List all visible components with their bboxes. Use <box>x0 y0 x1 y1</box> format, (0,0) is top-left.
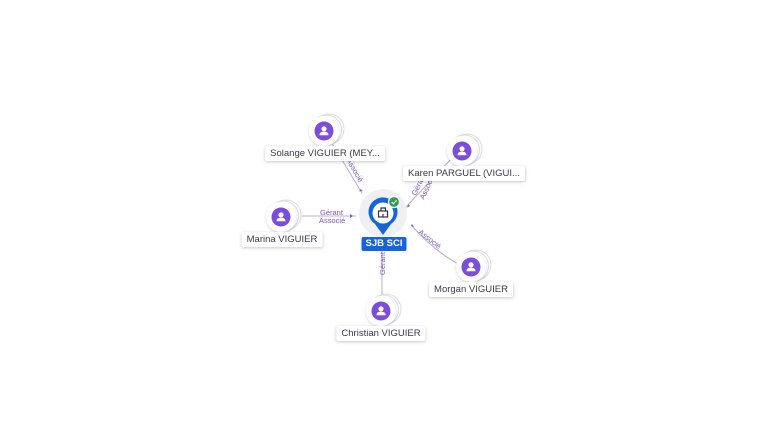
person-label-morgan[interactable]: Morgan VIGUIER <box>429 282 513 297</box>
person-label-marina[interactable]: Marina VIGUIER <box>241 232 323 247</box>
company-node[interactable] <box>359 189 407 237</box>
person-node-karen[interactable] <box>447 133 483 166</box>
person-label-solange[interactable]: Solange VIGUIER (MEY... <box>265 146 385 161</box>
edge-label-christian-role: Gérant <box>378 251 387 275</box>
check-icon <box>387 195 401 209</box>
company-name-label[interactable]: SJB SCI <box>361 237 407 251</box>
person-node-solange[interactable] <box>309 113 345 146</box>
person-label-christian[interactable]: Christian VIGUIER <box>336 326 426 341</box>
person-node-christian[interactable] <box>366 293 402 326</box>
person-label-karen[interactable]: Karen PARGUEL (VIGUI... <box>403 166 525 181</box>
person-node-morgan[interactable] <box>456 249 492 282</box>
building-icon <box>377 207 389 218</box>
edge-label-marina-role-2: Associé <box>319 216 345 225</box>
person-node-marina[interactable] <box>266 199 302 232</box>
edge-label-morgan-role: Associé <box>417 227 443 250</box>
edge-label-marina-role-1: Gérant <box>320 208 344 217</box>
